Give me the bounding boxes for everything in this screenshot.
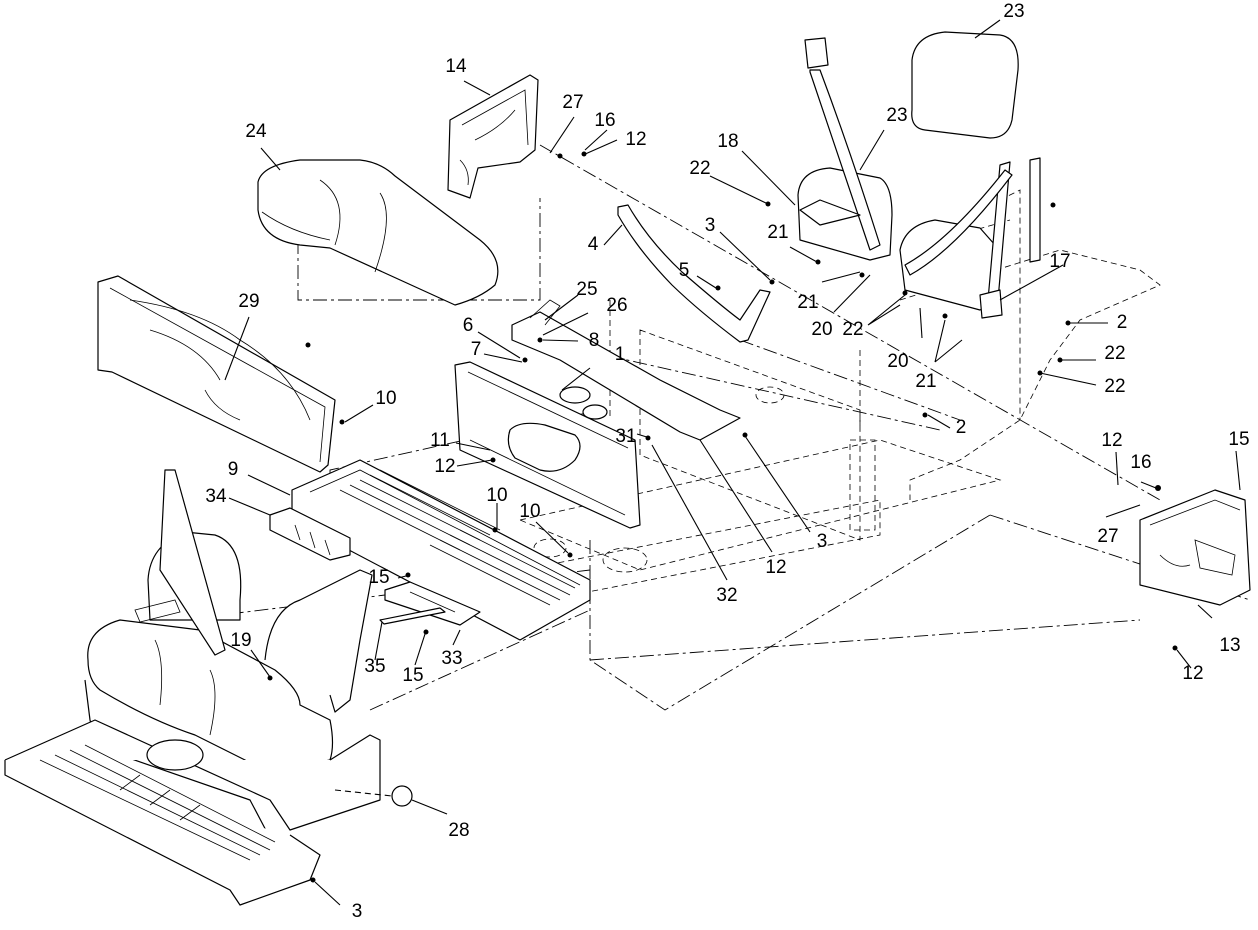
- callout-6: 6: [463, 315, 474, 336]
- callout-20: 20: [811, 319, 832, 340]
- callout-22: 22: [1104, 376, 1125, 397]
- callout-19: 19: [230, 630, 251, 651]
- hardware: [267, 151, 1178, 883]
- knob-28: [334, 785, 413, 807]
- callout-31: 31: [615, 426, 636, 447]
- callout-23: 23: [886, 105, 907, 126]
- callout-27: 27: [562, 92, 583, 113]
- seat-back-panel-29: [97, 275, 336, 473]
- callout-3: 3: [817, 531, 828, 552]
- callout-34: 34: [205, 486, 227, 507]
- callout-35: 35: [364, 656, 385, 677]
- callout-10: 10: [375, 388, 396, 409]
- callout-11: 11: [430, 430, 450, 451]
- side-panel-13: [1139, 489, 1251, 606]
- callout-26: 26: [606, 295, 627, 316]
- grab-handle-4: [617, 204, 771, 343]
- callout-2: 2: [956, 417, 967, 438]
- callout-9: 9: [228, 459, 239, 480]
- callout-5: 5: [679, 260, 690, 281]
- callout-15: 15: [1228, 429, 1249, 450]
- callout-4: 4: [588, 234, 599, 255]
- console-bracket-1: [511, 299, 741, 441]
- rear-floor-grille: [39, 744, 276, 861]
- callout-33: 33: [441, 648, 462, 669]
- floor-panel-33: [384, 581, 481, 626]
- callout-15: 15: [402, 665, 423, 686]
- callout-32: 32: [716, 585, 737, 606]
- console-panel-11: [454, 361, 641, 529]
- callout-12: 12: [765, 557, 786, 578]
- callout-14: 14: [445, 56, 467, 77]
- callout-2: 2: [1117, 312, 1128, 333]
- callout-7: 7: [471, 339, 482, 360]
- callout-22: 22: [1104, 343, 1125, 364]
- rear-seat-assembly: [4, 469, 381, 906]
- side-panel-14: [447, 74, 539, 199]
- callout-1: 1: [615, 344, 626, 365]
- callout-22: 22: [842, 319, 863, 340]
- floor-plate-grille: [339, 469, 576, 606]
- callout-3: 3: [352, 901, 363, 922]
- floor-panel-34: [269, 507, 351, 561]
- callout-20: 20: [887, 351, 908, 372]
- callout-25: 25: [576, 279, 597, 300]
- callout-15: 15: [368, 567, 389, 588]
- callout-10: 10: [486, 485, 507, 506]
- seat-belt-17: [904, 157, 1041, 319]
- callout-29: 29: [238, 291, 259, 312]
- seat-belt-18: [799, 37, 881, 251]
- callout-23: 23: [1003, 1, 1024, 22]
- callout-12: 12: [1101, 430, 1122, 451]
- callout-12: 12: [625, 129, 646, 150]
- callout-27: 27: [1097, 526, 1118, 547]
- callout-24: 24: [245, 121, 267, 142]
- callout-8: 8: [589, 330, 600, 351]
- callout-10: 10: [519, 501, 540, 522]
- leader-lines: [224, 19, 1241, 906]
- callouts: 1 2 2 3 3 3 4 5 6 7 8 9 10 10 10 11 12 1…: [205, 1, 1249, 922]
- callout-18: 18: [717, 131, 738, 152]
- callout-16: 16: [594, 110, 615, 131]
- callout-3: 3: [705, 215, 716, 236]
- callout-21: 21: [767, 222, 788, 243]
- callout-17: 17: [1049, 251, 1070, 272]
- callout-12: 12: [1182, 663, 1203, 684]
- callout-21: 21: [915, 371, 936, 392]
- callout-22: 22: [689, 158, 710, 179]
- callout-21: 21: [797, 292, 818, 313]
- callout-12: 12: [434, 456, 455, 477]
- callout-16: 16: [1130, 452, 1151, 473]
- seat-cushion-24: [257, 159, 499, 306]
- callout-28: 28: [448, 820, 469, 841]
- strip-35: [379, 607, 446, 625]
- callout-13: 13: [1219, 635, 1240, 656]
